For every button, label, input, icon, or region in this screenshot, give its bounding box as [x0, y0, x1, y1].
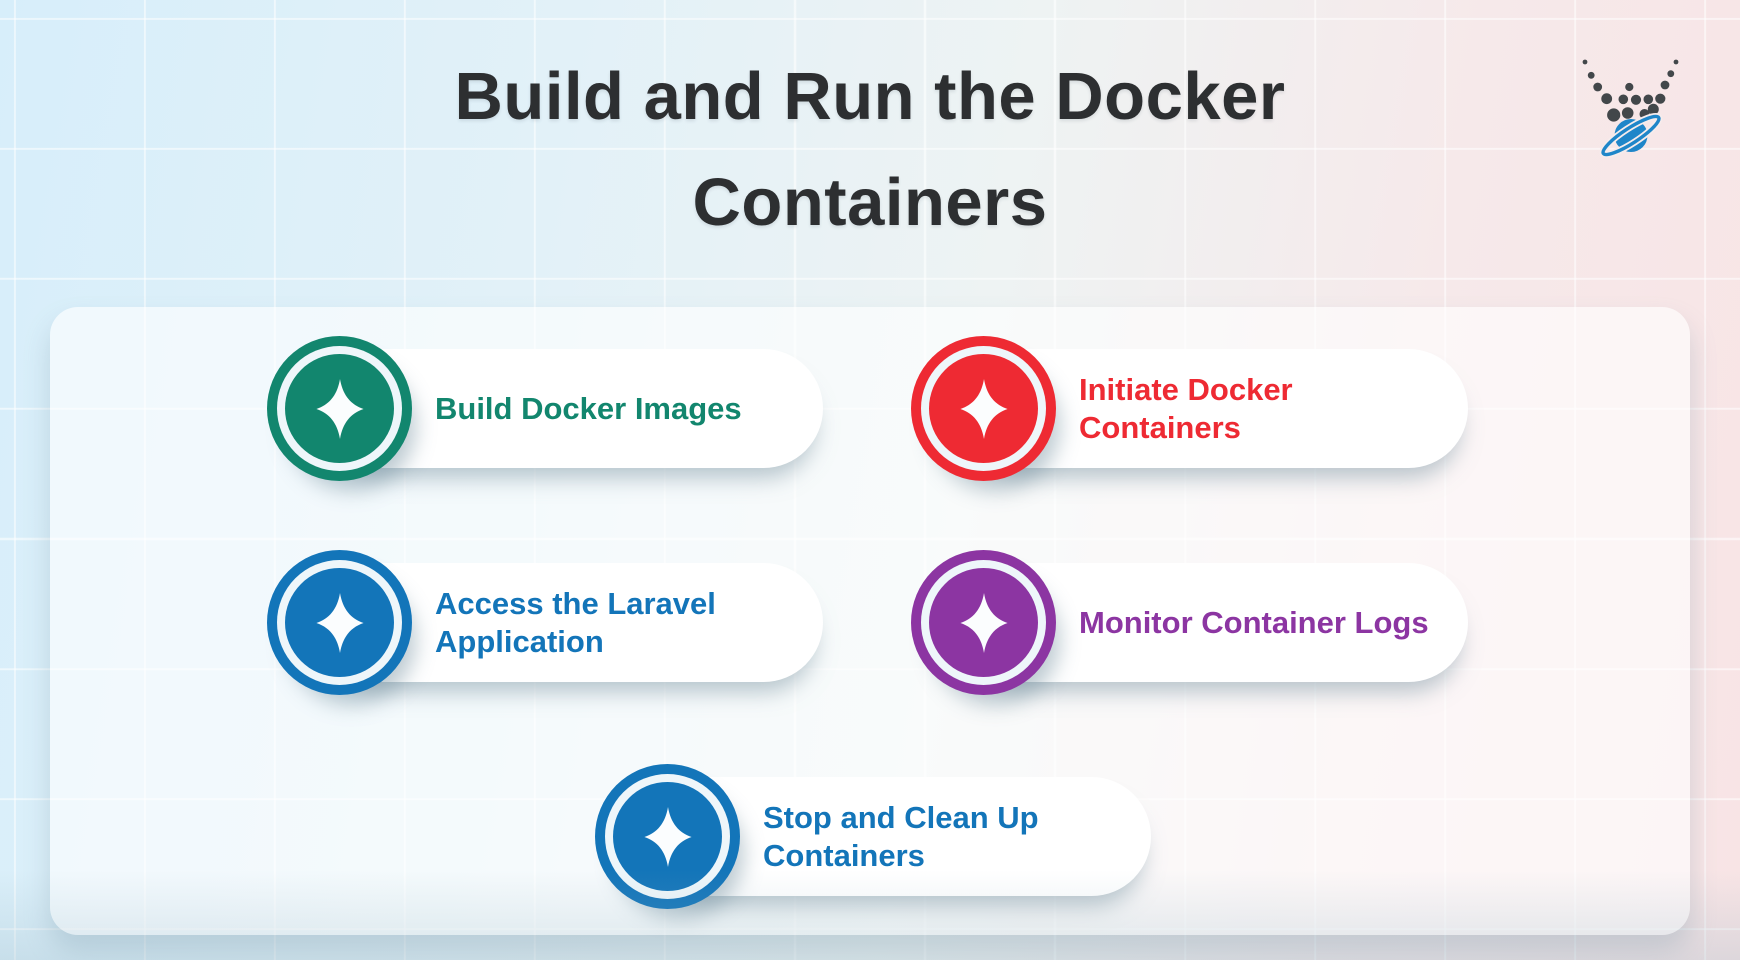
step-label: Monitor Container Logs — [1079, 604, 1429, 640]
step-label: Stop and Clean Up Containers — [763, 799, 1039, 873]
step-item-initiate-docker-containers: Initiate Docker Containers — [911, 336, 1468, 481]
sparkle-icon — [959, 592, 1008, 653]
step-item-access-laravel-application: Access the Laravel Application — [267, 550, 823, 695]
step-badge — [911, 550, 1056, 695]
step-label: Build Docker Images — [435, 390, 742, 426]
step-badge — [267, 336, 412, 481]
step-badge — [267, 550, 412, 695]
sparkle-icon — [315, 592, 364, 653]
step-item-build-docker-images: Build Docker Images — [267, 336, 823, 481]
planet-icon — [1599, 112, 1663, 159]
step-label: Access the Laravel Application — [435, 585, 716, 659]
step-badge — [911, 336, 1056, 481]
sparkle-icon — [643, 806, 692, 867]
step-label: Initiate Docker Containers — [1079, 371, 1293, 445]
step-item-monitor-container-logs: Monitor Container Logs — [911, 550, 1468, 695]
step-badge — [595, 764, 740, 909]
sparkle-icon — [315, 378, 364, 439]
sparkle-icon — [959, 378, 1008, 439]
step-item-stop-clean-up-containers: Stop and Clean Up Containers — [595, 764, 1151, 909]
brand-logo-icon — [1582, 59, 1679, 159]
steps-card: Build Docker Images Initiate Docker Cont… — [50, 307, 1690, 935]
page-title: Build and Run the Docker Containers — [454, 59, 1286, 240]
